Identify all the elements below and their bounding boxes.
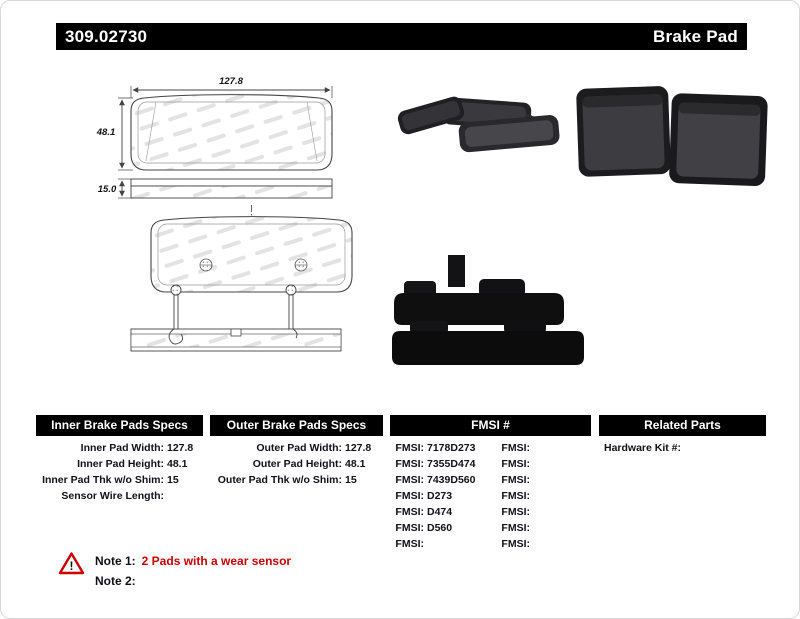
inner-specs-section: Inner Brake Pads Specs Inner Pad Width: … (36, 415, 203, 504)
width-dimension (130, 86, 333, 98)
outer-specs-rows: Outer Pad Width: 127.8 Outer Pad Height:… (210, 440, 383, 488)
note-2-label: Note 2: (95, 574, 136, 588)
wear-sensor-left (168, 284, 184, 345)
thickness-dim-label: 15.0 (98, 184, 117, 195)
spec-row: FMSI: D560 (390, 520, 496, 536)
pad-photo-side (392, 319, 584, 365)
pad-photo-left-group (397, 96, 560, 153)
spec-label: FMSI: (395, 458, 424, 470)
wear-sensor-right (285, 284, 298, 339)
spec-label: FMSI: (395, 474, 424, 486)
fmsi-section: FMSI # FMSI: 7178D273 FMSI: 7355D474 FMS… (390, 415, 591, 552)
spec-label: FMSI: (395, 538, 424, 550)
fmsi-columns: FMSI: 7178D273 FMSI: 7355D474 FMSI: 7439… (390, 440, 591, 552)
fmsi-header: FMSI # (390, 415, 591, 436)
pad-photo-right-pair (576, 86, 768, 186)
related-parts-section: Related Parts Hardware Kit #: (599, 415, 766, 456)
spec-label: FMSI: (501, 490, 530, 502)
pad-top-view (130, 328, 342, 352)
spec-label: FMSI: (395, 490, 424, 502)
pad-side-view (130, 178, 333, 199)
spec-row: Outer Pad Height: 48.1 (210, 456, 383, 472)
spec-label: Hardware Kit #: (604, 442, 682, 454)
note-2: Note 2: (95, 574, 142, 588)
outer-specs-section: Outer Brake Pads Specs Outer Pad Width: … (210, 415, 383, 488)
spec-value: D474 (427, 506, 453, 518)
spec-row: FMSI: (496, 536, 591, 552)
spec-label: FMSI: (501, 442, 530, 454)
spec-row: FMSI: 7439D560 (390, 472, 496, 488)
spec-row: FMSI: (496, 504, 591, 520)
spec-row: FMSI: D273 (390, 488, 496, 504)
part-number: 309.02730 (65, 26, 148, 46)
spec-row: Outer Pad Width: 127.8 (210, 440, 383, 456)
spec-value: D273 (427, 490, 453, 502)
spec-row: Inner Pad Thk w/o Shim: 15 (36, 472, 203, 488)
spec-row: Hardware Kit #: (599, 440, 766, 456)
pad-photo-side-sensor (394, 255, 564, 325)
spec-label: FMSI: (501, 522, 530, 534)
fmsi-left-column: FMSI: 7178D273 FMSI: 7355D474 FMSI: 7439… (390, 440, 496, 552)
spec-row: Sensor Wire Length: (36, 488, 203, 504)
spec-value: 7178D273 (427, 442, 476, 454)
spec-row: Outer Pad Thk w/o Shim: 15 (210, 472, 383, 488)
note-1: Note 1: 2 Pads with a wear sensor (95, 554, 291, 568)
height-dimension (118, 97, 133, 171)
thickness-dimension (118, 178, 133, 199)
spec-label: Outer Pad Thk w/o Shim: (217, 474, 342, 486)
spec-value: 127.8 (167, 442, 194, 454)
spec-value: 7439D560 (427, 474, 476, 486)
width-dim-label: 127.8 (219, 76, 243, 87)
product-photos (392, 86, 768, 365)
spec-label: FMSI: (501, 474, 530, 486)
outer-specs-header: Outer Brake Pads Specs (210, 415, 383, 436)
spec-label: FMSI: (395, 522, 424, 534)
note-1-label: Note 1: (95, 554, 136, 568)
outer-pad-front-view (150, 216, 353, 293)
spec-row: Inner Pad Width: 127.8 (36, 440, 203, 456)
spec-row: Inner Pad Height: 48.1 (36, 456, 203, 472)
svg-text:!: ! (70, 559, 74, 573)
spec-value: 48.1 (345, 458, 366, 470)
spec-label: Inner Pad Height: (77, 458, 164, 470)
spec-value: 48.1 (167, 458, 188, 470)
spec-value: D560 (427, 522, 453, 534)
spec-label: FMSI: (501, 506, 530, 518)
related-parts-rows: Hardware Kit #: (599, 440, 766, 456)
spec-row: FMSI: (496, 520, 591, 536)
spec-value: 127.8 (345, 442, 372, 454)
spec-label: FMSI: (395, 442, 424, 454)
spec-value: 15 (345, 474, 357, 486)
spec-label: Sensor Wire Length: (61, 490, 164, 502)
fmsi-right-column: FMSI: FMSI: FMSI: FMSI: FMSI: (496, 440, 591, 552)
spec-label: FMSI: (395, 506, 424, 518)
height-dim-label: 48.1 (96, 127, 116, 138)
spec-row: FMSI: 7355D474 (390, 456, 496, 472)
spec-row: FMSI: (496, 488, 591, 504)
header-bar: 309.02730 Brake Pad (56, 23, 747, 50)
inner-specs-header: Inner Brake Pads Specs (36, 415, 203, 436)
inner-specs-rows: Inner Pad Width: 127.8 Inner Pad Height:… (36, 440, 203, 504)
spec-value: 7355D474 (427, 458, 476, 470)
technical-drawing: 127.8 48.1 15.0 (96, 76, 353, 352)
spec-label: FMSI: (501, 538, 530, 550)
spec-label: Outer Pad Width: (256, 442, 342, 454)
spec-label: Outer Pad Height: (252, 458, 342, 470)
warning-triangle-icon: ! (58, 552, 85, 575)
product-title: Brake Pad (653, 26, 738, 46)
spec-row: FMSI: D474 (390, 504, 496, 520)
related-parts-header: Related Parts (599, 415, 766, 436)
spec-row: FMSI: (496, 472, 591, 488)
note-1-text: 2 Pads with a wear sensor (141, 554, 292, 568)
spec-row: FMSI: (496, 440, 591, 456)
inner-pad-front-view (130, 94, 333, 171)
spec-label: FMSI: (501, 458, 530, 470)
spec-row: FMSI: (390, 536, 496, 552)
spec-value: 15 (167, 474, 179, 486)
spec-label: Inner Pad Thk w/o Shim: (42, 474, 164, 486)
spec-row: FMSI: 7178D273 (390, 440, 496, 456)
spec-label: Inner Pad Width: (80, 442, 164, 454)
spec-row: FMSI: (496, 456, 591, 472)
